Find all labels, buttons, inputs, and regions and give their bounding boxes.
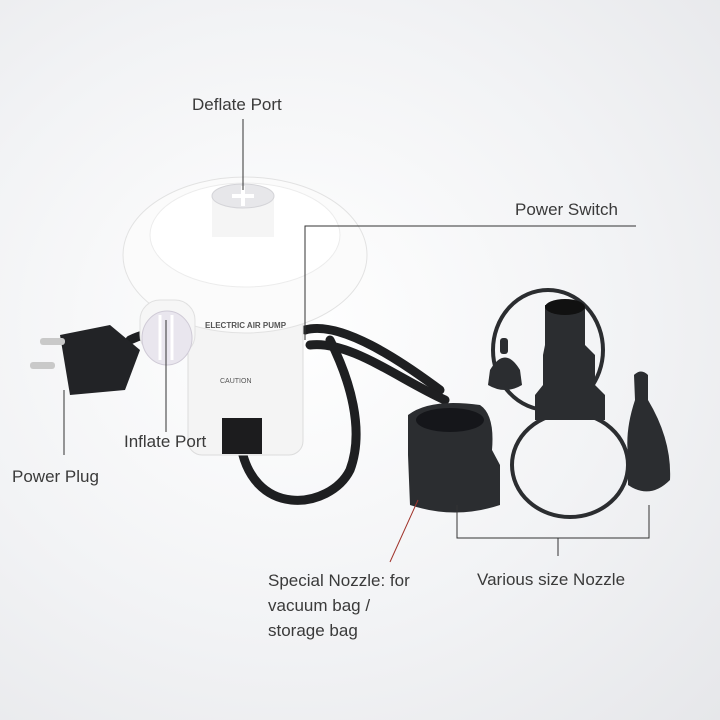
label-power-plug: Power Plug xyxy=(12,467,99,486)
air-pump: ELECTRIC AIR PUMP CAUTION xyxy=(122,176,368,456)
various-nozzle-bracket xyxy=(456,505,650,556)
label-various-nozzle: Various size Nozzle xyxy=(477,570,626,589)
stepped-nozzle xyxy=(535,305,605,420)
product-label-title: ELECTRIC AIR PUMP xyxy=(205,321,287,330)
label-power-switch: Power Switch xyxy=(515,200,618,219)
special-nozzle xyxy=(408,402,500,513)
label-special-nozzle-line1: Special Nozzle: for xyxy=(268,571,410,590)
label-special-nozzle-line3: storage bag xyxy=(268,621,358,640)
plug-pin xyxy=(40,338,65,345)
nozzle-set xyxy=(408,288,671,519)
label-deflate-port: Deflate Port xyxy=(192,95,282,114)
power-switch-line xyxy=(304,225,636,340)
small-nozzle xyxy=(488,357,522,390)
power-plug xyxy=(30,325,140,395)
label-special-nozzle-line2: vacuum bag / xyxy=(268,596,371,615)
label-inflate-port: Inflate Port xyxy=(124,432,207,451)
small-nozzle-tip xyxy=(500,338,508,354)
special-nozzle-line xyxy=(389,499,419,563)
product-label-caution: CAUTION xyxy=(220,378,252,385)
power-switch xyxy=(222,418,262,454)
callout-lines xyxy=(63,119,650,563)
plug-pin xyxy=(30,362,55,369)
tall-nozzle xyxy=(627,371,671,492)
